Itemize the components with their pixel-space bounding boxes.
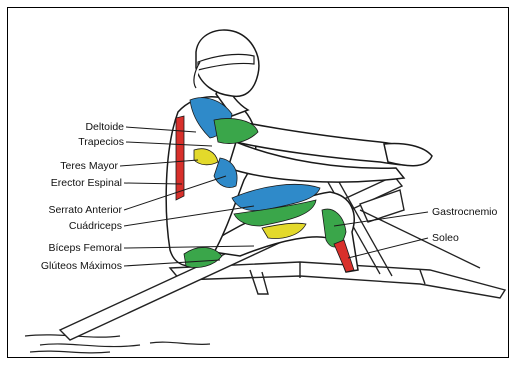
label-biceps-femoral: Bíceps Femoral — [48, 242, 122, 254]
label-soleo: Soleo — [432, 232, 459, 244]
leader-soleo — [348, 238, 428, 258]
label-trapecios: Trapecios — [78, 136, 124, 148]
label-deltoide: Deltoide — [85, 121, 124, 133]
label-gastrocnemio: Gastrocnemio — [432, 206, 497, 218]
label-erector-espinal: Erector Espinal — [51, 177, 122, 189]
label-teres-mayor: Teres Mayor — [60, 160, 118, 172]
label-gluteos-maximos: Glúteos Máximos — [41, 260, 122, 272]
erector-spinae-muscle — [176, 116, 184, 200]
label-cuadriceps: Cuádriceps — [69, 220, 122, 232]
water-lines — [25, 335, 210, 353]
label-serrato-anterior: Serrato Anterior — [48, 204, 122, 216]
